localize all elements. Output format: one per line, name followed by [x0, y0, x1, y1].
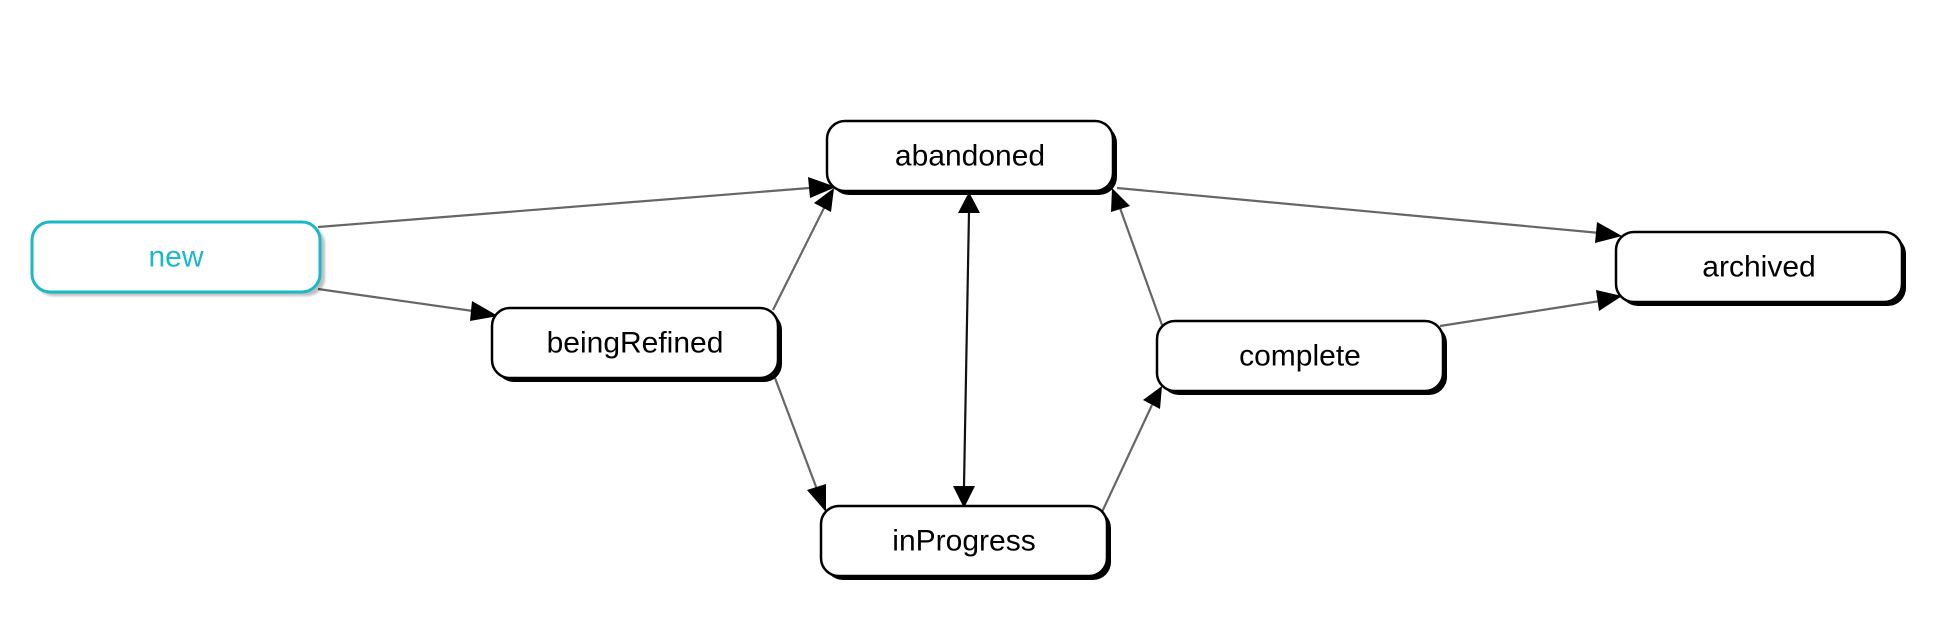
state-node-new[interactable]: new	[30, 220, 325, 296]
arrowhead-abandoned-from-complete	[1111, 188, 1130, 212]
edge-abandoned-to-archived	[1116, 186, 1601, 235]
arrowhead-abandoned-from-beingrefined	[814, 188, 834, 212]
edge-beingrefined-to-abandoned	[772, 205, 826, 311]
edge-new-to-abandoned	[317, 185, 823, 229]
state-node-complete-label: complete	[1239, 340, 1361, 373]
state-node-abandoned-label: abandoned	[895, 140, 1045, 173]
arrowhead-archived-from-complete	[1596, 290, 1622, 311]
edge-inprogress-to-complete	[1101, 404, 1153, 513]
nodes-layer: new beingRefined abandoned inProgress co…	[30, 119, 1906, 580]
edge-abandoned-inprogress	[962, 211, 971, 487]
state-node-complete-box	[1155, 319, 1445, 393]
state-node-archived-box	[1614, 230, 1904, 304]
state-node-new-box	[30, 220, 322, 294]
state-node-archived[interactable]: archived	[1614, 230, 1906, 306]
edge-new-to-beingrefined	[317, 287, 481, 314]
arrowhead-inprogress-from-beingrefined	[807, 484, 826, 512]
state-node-beingrefined-box	[490, 306, 780, 380]
edge-beingrefined-to-inprogress	[773, 377, 820, 493]
state-node-archived-label: archived	[1702, 251, 1815, 284]
state-node-beingrefined-label: beingRefined	[547, 327, 724, 360]
state-node-abandoned-box	[825, 119, 1115, 193]
edges-layer	[317, 177, 1622, 513]
arrowhead-inprogress-from-abandoned	[953, 486, 975, 508]
state-node-inprogress-label: inProgress	[892, 525, 1035, 558]
state-node-beingrefined[interactable]: beingRefined	[490, 306, 782, 382]
state-node-complete[interactable]: complete	[1155, 319, 1447, 395]
state-node-inprogress-box	[819, 504, 1109, 578]
state-node-inprogress[interactable]: inProgress	[819, 504, 1111, 580]
edge-complete-to-archived	[1439, 299, 1601, 328]
edge-complete-to-abandoned	[1118, 207, 1164, 326]
arrowhead-abandoned-from-inprogress	[958, 192, 980, 213]
state-node-new-label: new	[148, 241, 203, 274]
arrowhead-complete-from-inprogress	[1143, 386, 1162, 409]
arrowhead-beingrefined-from-new	[470, 301, 498, 321]
state-node-abandoned[interactable]: abandoned	[825, 119, 1117, 195]
arrowhead-abandoned-from-new	[808, 177, 836, 198]
arrowhead-archived-from-abandoned	[1595, 222, 1622, 243]
